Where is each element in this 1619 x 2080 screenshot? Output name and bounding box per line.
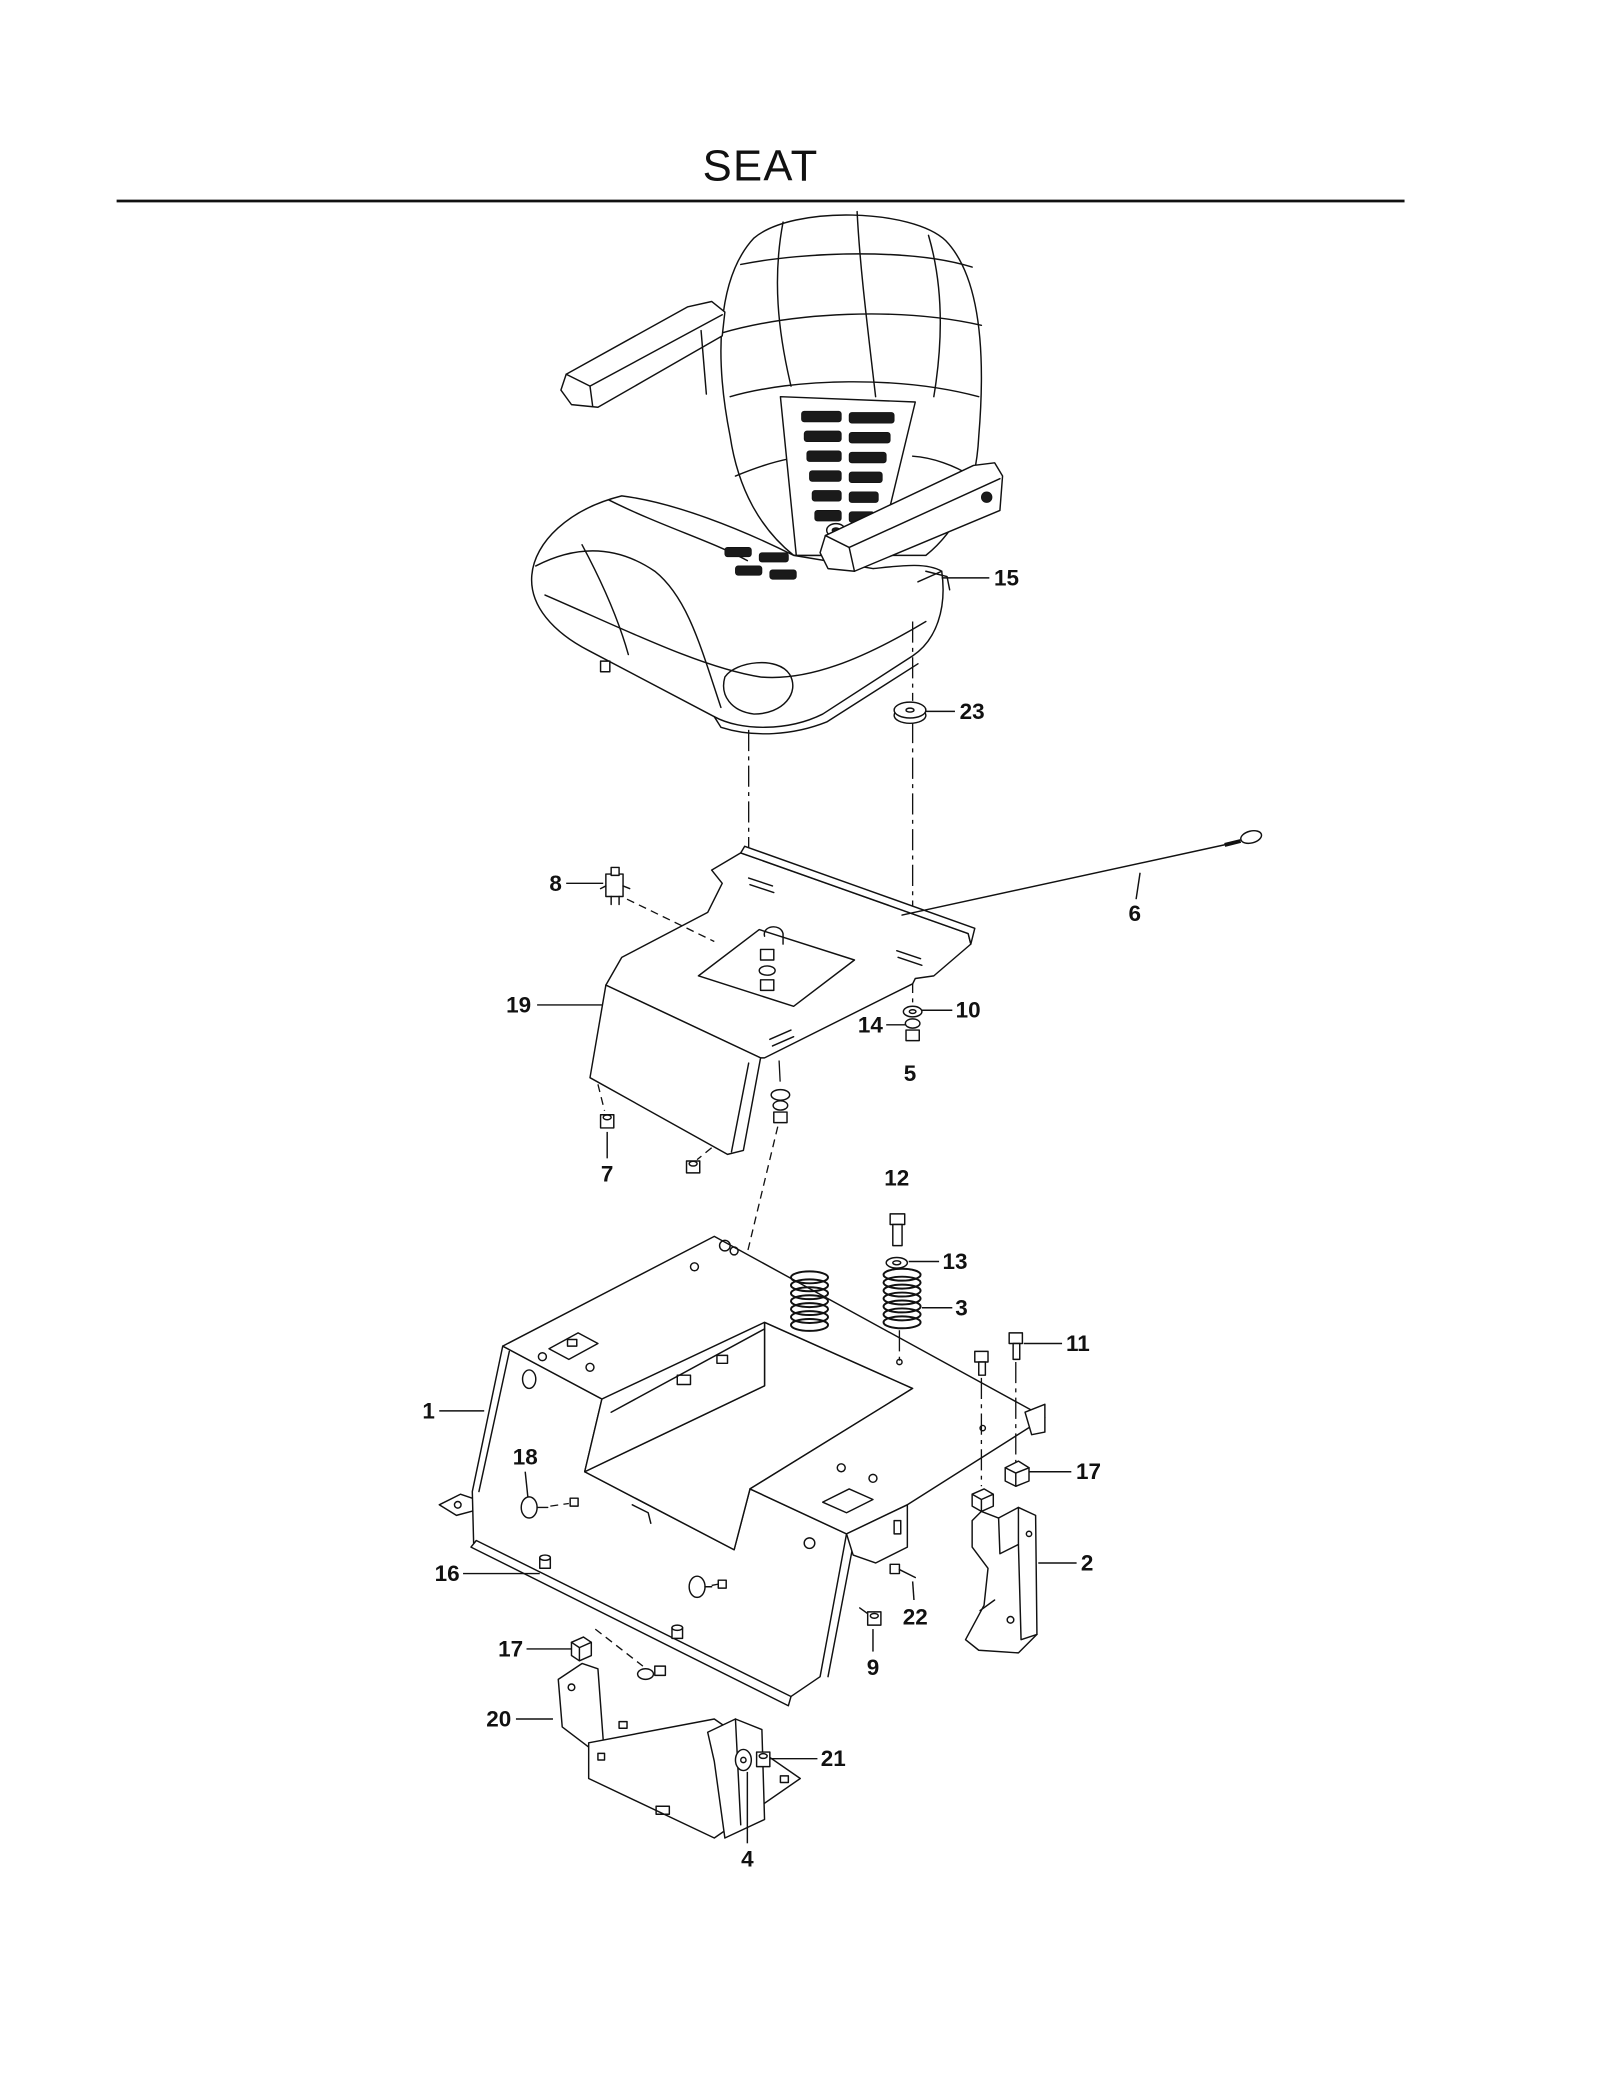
- callout-label: 10: [956, 998, 981, 1023]
- callout-label: 4: [741, 1847, 754, 1872]
- seat-lumbar-lower: [724, 547, 797, 580]
- seat-frame: [438, 1235, 1046, 1700]
- callout-label: 17: [1076, 1459, 1101, 1484]
- hardware-stack: [902, 1005, 923, 1042]
- callout-label: 11: [1066, 1331, 1090, 1356]
- spring: [882, 1267, 922, 1330]
- bar: [470, 1539, 792, 1707]
- washer: [885, 1256, 909, 1269]
- callout: 6: [1129, 872, 1142, 926]
- callout: 20: [486, 1707, 553, 1732]
- callout-label: 21: [821, 1746, 846, 1771]
- page-title: SEAT: [703, 143, 819, 191]
- cable: [901, 829, 1263, 916]
- callout: 22: [903, 1581, 928, 1630]
- callout-label: 16: [435, 1561, 460, 1586]
- bracket: [964, 1506, 1038, 1654]
- callout-label: 9: [867, 1655, 880, 1680]
- bolt: [889, 1213, 906, 1247]
- callout-label: 20: [486, 1707, 511, 1732]
- callout: 4: [741, 1771, 754, 1872]
- callout-label: 12: [884, 1166, 909, 1191]
- bolt: [889, 1563, 917, 1579]
- nut: [599, 1113, 615, 1129]
- bolt: [974, 1350, 989, 1376]
- bolt: [859, 1607, 882, 1626]
- alignment-line: [597, 1084, 606, 1111]
- clip: [570, 1636, 593, 1662]
- spring: [789, 1270, 830, 1332]
- alignment-line: [778, 1060, 782, 1087]
- callout-label: 3: [955, 1295, 968, 1320]
- armrest-knob-icon: [981, 491, 993, 503]
- alignment-line: [711, 1583, 719, 1587]
- callout-label: 15: [994, 565, 1019, 590]
- alignment-line: [550, 1502, 569, 1507]
- bolt: [734, 1748, 753, 1772]
- screw: [569, 1497, 579, 1507]
- callout-label: 8: [549, 871, 562, 896]
- seat-plate: [589, 845, 976, 1156]
- callout: 7: [601, 1131, 614, 1187]
- callout: 19: [506, 992, 602, 1017]
- callout: 21: [769, 1746, 846, 1771]
- callout: 17: [1029, 1459, 1101, 1484]
- callout-label: 19: [506, 992, 531, 1017]
- callout: 5: [904, 1061, 917, 1086]
- hardware-stack: [758, 948, 776, 992]
- callout: 23: [925, 699, 985, 724]
- callout: 13: [908, 1249, 967, 1274]
- callout: 15: [941, 565, 1019, 590]
- callout: 9: [867, 1629, 880, 1680]
- nut: [755, 1751, 771, 1768]
- bolt: [1008, 1332, 1024, 1361]
- pin: [688, 1575, 713, 1599]
- callout: 18: [513, 1445, 538, 1497]
- callout: 3: [921, 1295, 968, 1320]
- callout: 2: [1038, 1550, 1093, 1575]
- callout: 8: [549, 871, 604, 896]
- callout-label: 18: [513, 1445, 538, 1470]
- callout-label: 1: [422, 1398, 435, 1423]
- callout-label: 22: [903, 1605, 928, 1630]
- nut: [685, 1160, 701, 1174]
- callout: 10: [921, 998, 981, 1023]
- clip: [1004, 1460, 1030, 1488]
- callout-label: 13: [942, 1249, 967, 1274]
- callout-label: 2: [1081, 1550, 1094, 1575]
- alignment-line: [594, 1628, 644, 1667]
- seat-switch: [599, 866, 631, 906]
- callout-label: 5: [904, 1061, 917, 1086]
- callout: 1: [422, 1398, 485, 1423]
- callout-label: 7: [601, 1162, 614, 1187]
- alignment-line: [626, 898, 715, 943]
- alignment-line: [696, 1147, 713, 1161]
- lumbar-pattern: [801, 410, 895, 523]
- callout: 14: [858, 1012, 907, 1037]
- pin: [520, 1496, 549, 1519]
- callout-label: 6: [1129, 901, 1142, 926]
- screw: [717, 1579, 727, 1589]
- washer: [893, 701, 927, 725]
- callout: 12: [884, 1166, 909, 1191]
- seat-drawing: [531, 210, 1004, 735]
- clip: [971, 1488, 995, 1513]
- hardware-stack: [770, 1088, 791, 1124]
- callout-label: 14: [858, 1012, 883, 1037]
- callout: 16: [435, 1561, 540, 1586]
- callout-label: 23: [960, 699, 985, 724]
- callout: 17: [498, 1636, 572, 1661]
- callout: 11: [1023, 1331, 1090, 1356]
- callout-label: 17: [498, 1636, 523, 1661]
